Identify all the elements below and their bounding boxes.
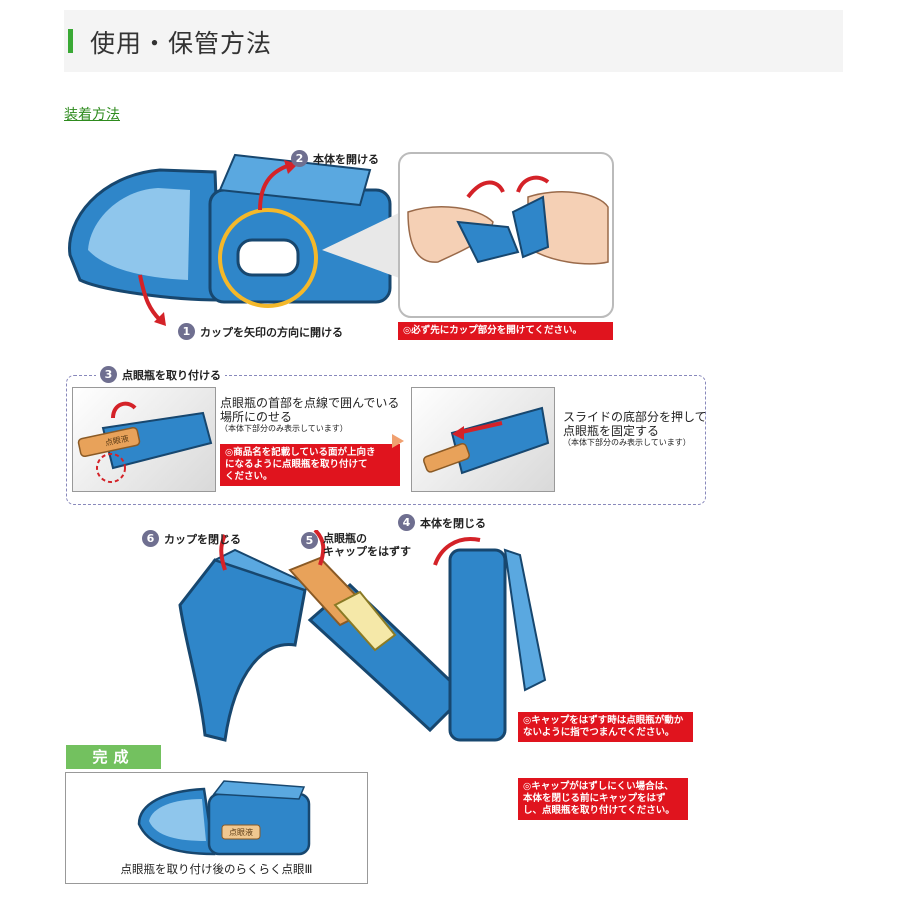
label-up-line-3: ください。 [225,471,273,482]
label-up-line-1: ◎商品名を記載している面が上向き [225,447,376,458]
cap-hold-line-2: ないように指でつまんでください。 [523,727,675,738]
step-3a-description: 点眼瓶の首部を点線で囲んでいる 場所にのせる （本体下部分のみ表示しています） [220,396,405,434]
step-2-text: 本体を開ける [313,152,379,166]
next-arrow-icon [392,434,404,448]
step-4-badge: 4 [398,514,415,531]
cap-hard-line-3: し、点眼瓶を取り付けてください。 [523,805,675,816]
step-3-badge: 3 [100,366,117,383]
bottle-placement-illustration: 点眼液 [77,401,213,483]
step-2-label: 2 本体を開ける [291,150,379,167]
step-3b-image [411,387,555,492]
label-facing-up-warning: ◎商品名を記載している面が上向き になるように点眼瓶を取り付けて ください。 [220,444,400,486]
step-2-badge: 2 [291,150,308,167]
step-1-badge: 1 [178,323,195,340]
section-heading: 使用・保管方法 [64,10,843,72]
step-3a-note: （本体下部分のみ表示しています） [220,424,348,433]
cap-hard-note: ◎キャップがはずしにくい場合は、 本体を閉じる前にキャップをはず し、点眼瓶を取… [518,778,688,820]
bottle-label-text: 点眼液 [104,433,130,448]
label-up-line-2: になるように点眼瓶を取り付けて [225,459,368,470]
hands-opening-illustration [398,152,614,318]
step-3b-note: （本体下部分のみ表示しています） [563,438,691,447]
step-3a-image: 点眼液 [72,387,216,492]
step-3a-line-2: 場所にのせる [220,410,293,424]
step-4-label: 4 本体を閉じる [398,514,486,531]
section-title: 使用・保管方法 [90,29,273,58]
bottle-fixed-illustration [422,406,550,475]
step-3-label: 3 点眼瓶を取り付ける [96,366,225,383]
open-cup-first-note: ◎必ず先にカップ部分を開けてください。 [398,322,613,340]
completed-panel: 点眼液 点眼瓶を取り付け後のらくらく点眼Ⅲ [65,772,368,884]
step-3a-line-1: 点眼瓶の首部を点線で囲んでいる [220,396,400,410]
step-5-text-1: 点眼瓶の [323,532,367,545]
cap-hard-line-1: ◎キャップがはずしにくい場合は、 [523,781,674,792]
step-1-label: 1 カップを矢印の方向に開ける [178,323,343,340]
step-3-text: 点眼瓶を取り付ける [122,368,221,382]
step-3b-line-2: 点眼瓶を固定する [563,424,660,438]
step-6-text: カップを閉じる [164,532,241,546]
step-6-badge: 6 [142,530,159,547]
completed-label: 完成 [66,745,161,769]
step-4-text: 本体を閉じる [420,516,486,530]
device-closing-illustration [178,530,547,742]
step-3b-line-1: スライドの底部分を押して [563,410,707,424]
cap-hold-note: ◎キャップをはずす時は点眼瓶が動か ないように指でつまんでください。 [518,712,693,742]
step-3-region [66,375,706,505]
done-bottle-label: 点眼液 [229,827,253,837]
mounting-method-link[interactable]: 装着方法 [64,107,120,123]
step-1-text: カップを矢印の方向に開ける [200,325,343,339]
device-open-illustration [68,153,400,326]
cap-hold-line-1: ◎キャップをはずす時は点眼瓶が動か [523,715,684,726]
heading-accent-bar [68,29,73,53]
step-3b-description: スライドの底部分を押して 点眼瓶を固定する （本体下部分のみ表示しています） [563,410,713,448]
completed-device-illustration: 点眼液 [137,780,311,856]
step-5-badge: 5 [301,532,318,549]
step-6-label: 6 カップを閉じる [142,530,241,547]
step-5-label: 5 点眼瓶の キャップをはずす [301,532,411,558]
cap-hard-line-2: 本体を閉じる前にキャップをはず [523,793,666,804]
completed-caption: 点眼瓶を取り付け後のらくらく点眼Ⅲ [120,862,313,876]
step-5-text-2: キャップをはずす [323,545,411,558]
